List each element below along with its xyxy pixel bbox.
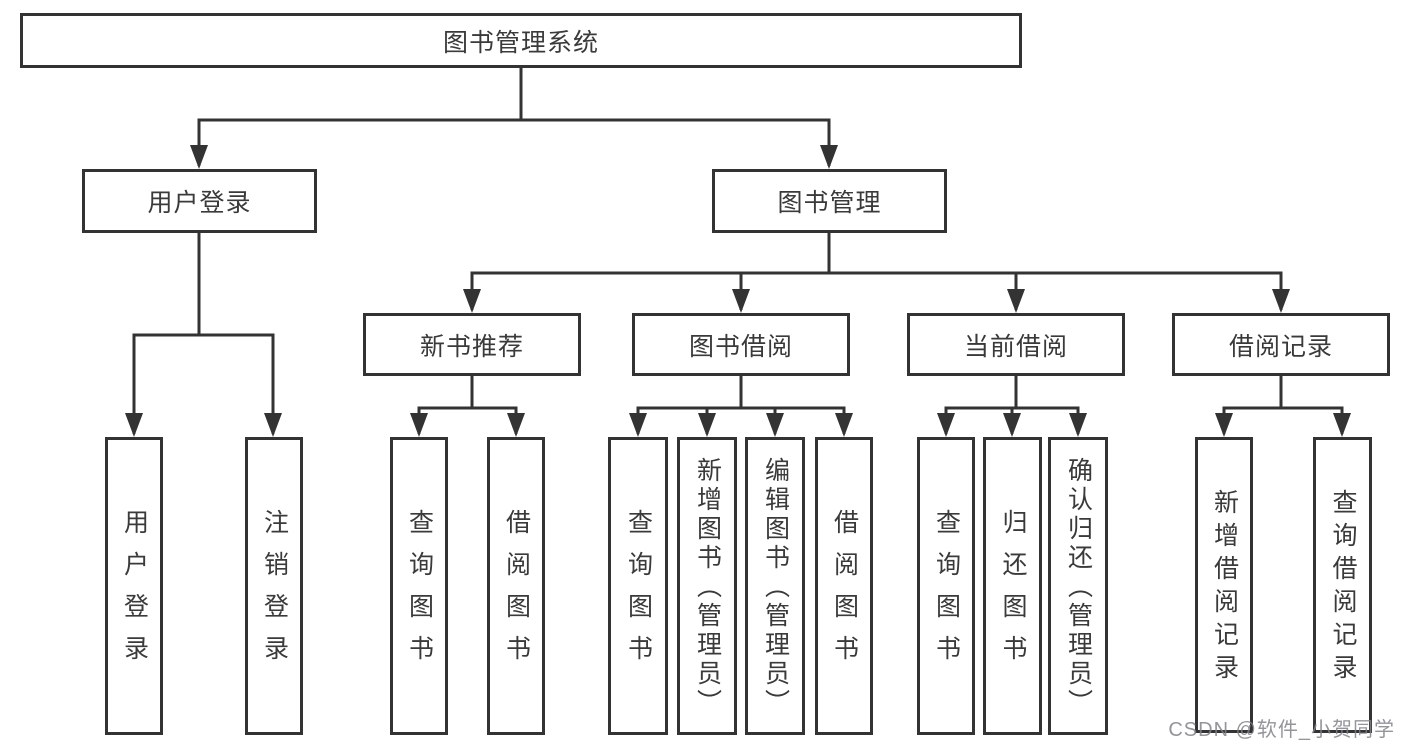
- node-label: 借阅记录: [1228, 332, 1333, 361]
- node-user-login: 用户登录: [82, 169, 317, 233]
- node-label: 当前借阅: [963, 332, 1068, 361]
- node-current-borrow: 当前借阅: [907, 313, 1125, 376]
- leaf-add-books-admin: 新增图书（管理员）: [677, 437, 737, 735]
- node-label: 图书管理: [777, 189, 882, 217]
- leaf-query-books-borrow: 查询图书: [608, 437, 668, 735]
- leaf-return-books: 归还图书: [983, 437, 1042, 735]
- leaf-add-borrow-record: 新增借阅记录: [1195, 437, 1253, 733]
- node-label: 借阅图书: [502, 509, 531, 677]
- leaf-query-books-recommend: 查询图书: [390, 437, 448, 735]
- leaf-borrow-books: 借阅图书: [815, 437, 873, 735]
- node-root-system: 图书管理系统: [20, 13, 1022, 68]
- node-label: 查询借阅记录: [1329, 489, 1357, 687]
- node-label: 新增图书（管理员）: [693, 457, 722, 718]
- node-label: 用户登录: [147, 189, 252, 217]
- leaf-logout: 注销登录: [245, 437, 303, 735]
- node-book-management: 图书管理: [712, 169, 947, 233]
- node-label: 归还图书: [999, 509, 1027, 677]
- leaf-query-books-current: 查询图书: [917, 437, 975, 735]
- node-borrow-records: 借阅记录: [1172, 313, 1390, 376]
- node-label: 借阅图书: [830, 509, 859, 677]
- leaf-edit-books-admin: 编辑图书（管理员）: [745, 437, 805, 735]
- node-new-book-recommend: 新书推荐: [363, 313, 581, 376]
- node-book-borrow: 图书借阅: [632, 313, 850, 376]
- node-label: 新增借阅记录: [1210, 489, 1239, 687]
- node-label: 查询图书: [405, 509, 434, 677]
- leaf-user-login: 用户登录: [105, 437, 163, 735]
- node-label: 图书管理系统: [442, 28, 599, 57]
- node-label: 图书借阅: [688, 332, 793, 361]
- node-label: 注销登录: [260, 509, 289, 677]
- node-label: 用户登录: [120, 509, 149, 677]
- leaf-query-borrow-record: 查询借阅记录: [1313, 437, 1372, 733]
- node-label: 查询图书: [624, 509, 653, 677]
- node-label: 编辑图书（管理员）: [761, 457, 790, 718]
- csdn-watermark: CSDN @软件_小贺同学: [1168, 719, 1395, 741]
- leaf-confirm-return-admin: 确认归还（管理员）: [1048, 437, 1108, 735]
- node-label: 确认归还（管理员）: [1064, 457, 1093, 718]
- node-label: 查询图书: [932, 509, 961, 677]
- node-label: 新书推荐: [419, 332, 524, 361]
- leaf-borrow-books-recommend: 借阅图书: [487, 437, 545, 735]
